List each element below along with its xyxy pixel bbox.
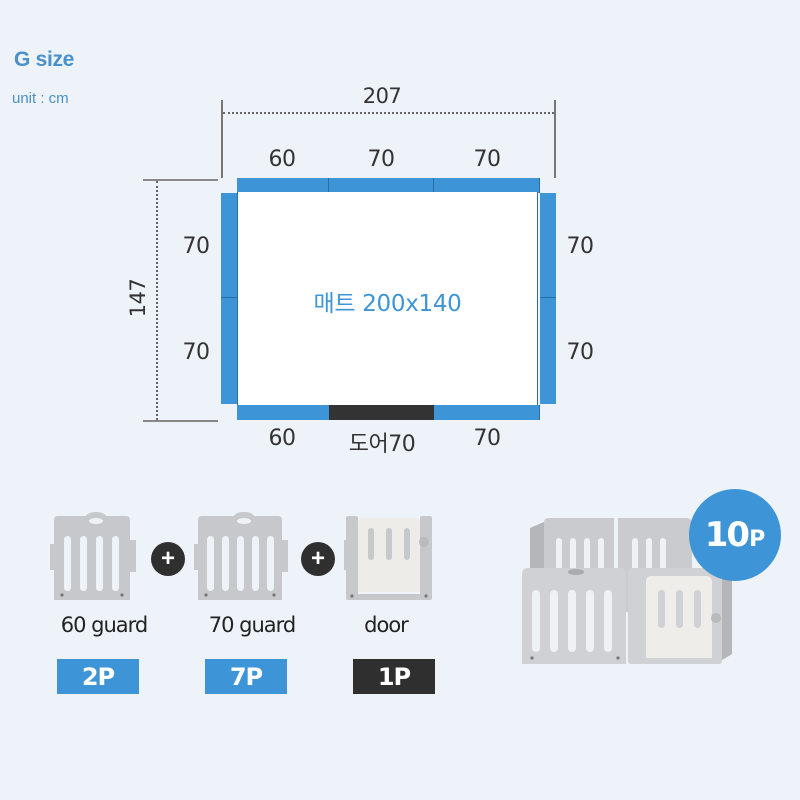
dimension-line-height [156, 181, 158, 420]
top-segment-label: 60 [268, 147, 297, 172]
guard-60-bottom [237, 405, 329, 420]
guard-60-top [237, 178, 329, 193]
plus-icon: + [151, 542, 185, 576]
left-segment-label: 70 [182, 340, 211, 365]
total-pieces-badge: 10 P [689, 489, 781, 581]
dimension-tick-top [143, 179, 218, 181]
bottom-segment-label: 70 [473, 426, 502, 451]
guard-70-icon [194, 512, 288, 600]
dimension-line-width [223, 112, 554, 114]
guard-70-right [540, 298, 556, 404]
quantity-badge-60-guard: 2P [57, 659, 139, 694]
dimension-tick-left [221, 100, 223, 178]
right-segment-label: 70 [566, 234, 595, 259]
left-segment-label: 70 [182, 234, 211, 259]
quantity-badge-70-guard: 7P [205, 659, 287, 694]
guard-70-left [221, 193, 237, 298]
top-segment-label: 70 [473, 147, 502, 172]
mat-area [237, 192, 538, 406]
guard-70-right [540, 193, 556, 298]
door-icon [344, 516, 432, 600]
quantity-badge-door: 1P [353, 659, 435, 694]
top-segment-label: 70 [367, 147, 396, 172]
size-title: G size [14, 48, 75, 71]
right-segment-label: 70 [566, 340, 595, 365]
component-label-door: door [364, 613, 409, 637]
total-count: 10 [704, 515, 750, 555]
unit-label: unit : cm [12, 90, 69, 107]
guard-70-left [221, 298, 237, 404]
plus-icon: + [301, 542, 335, 576]
total-suffix: P [749, 526, 766, 552]
guard-70-top [329, 178, 434, 193]
component-label-60-guard: 60 guard [60, 613, 149, 637]
dimension-tick-right [554, 100, 556, 178]
door-bottom [329, 405, 434, 420]
bottom-segment-label: 60 [268, 426, 297, 451]
total-width-label: 207 [362, 84, 402, 108]
guard-70-top [434, 178, 540, 193]
total-height-label: 147 [126, 278, 150, 318]
guard-70-bottom [434, 405, 540, 420]
assembled-playpen-image [522, 518, 732, 664]
bottom-segment-label-door: 도어70 [348, 432, 416, 457]
mat-label: 매트 200x140 [313, 291, 462, 317]
guard-60-icon [50, 512, 136, 600]
component-label-70-guard: 70 guard [208, 613, 297, 637]
dimension-tick-bottom [143, 420, 218, 422]
